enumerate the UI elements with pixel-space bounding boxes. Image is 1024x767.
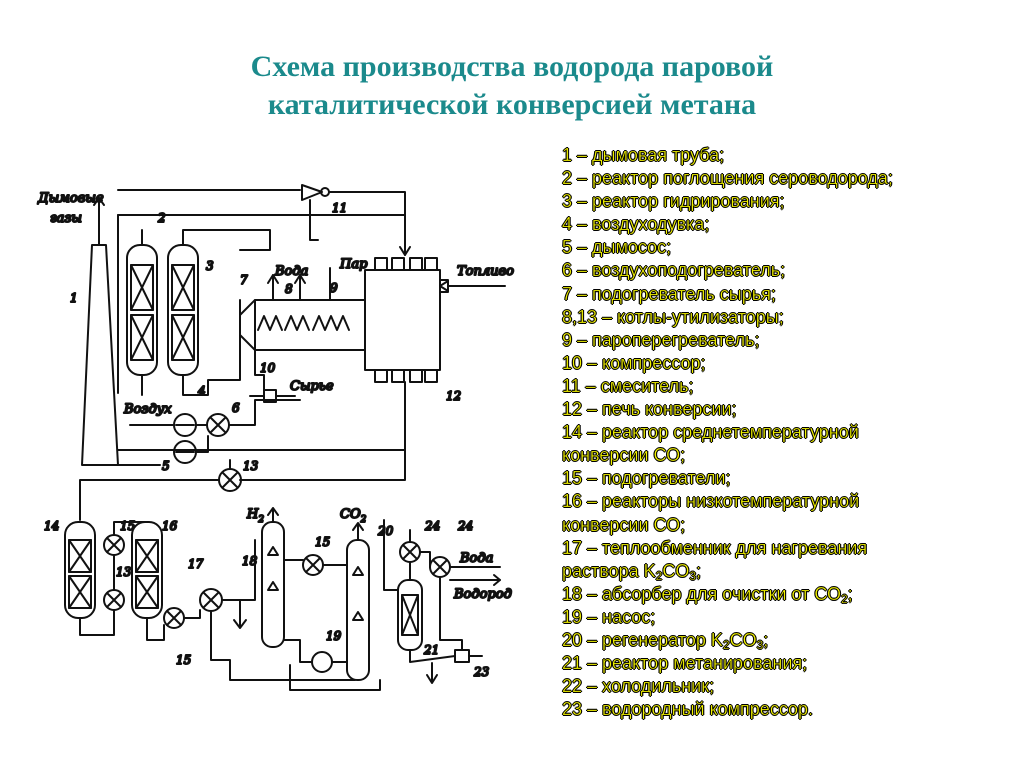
slide-title: Схема производства водорода паровой ката… <box>40 48 984 124</box>
title-line-1: Схема производства водорода паровой <box>250 50 774 83</box>
number-label: 5 <box>162 459 170 473</box>
heater-15-right <box>302 554 324 576</box>
number-label: 10 <box>260 361 276 375</box>
flue-gas-label-1: Дымовые <box>37 191 104 206</box>
legend-item: 19 – насос; <box>562 606 656 627</box>
number-label: 24 <box>457 519 473 533</box>
number-label: 8 <box>285 282 293 296</box>
boiler-13-left <box>103 589 125 611</box>
reactor-16 <box>131 521 163 619</box>
number-label: 7 <box>240 273 248 287</box>
air-heater-6 <box>206 413 230 437</box>
feed-label: Сырье <box>290 379 334 394</box>
fuel-label: Топливо <box>457 264 514 279</box>
legend-item: 23 – водородный компрессор. <box>562 699 814 720</box>
number-label: 4 <box>197 384 206 398</box>
legend-item: 5 – дымосос; <box>562 237 672 258</box>
number-label: 16 <box>162 519 178 533</box>
number-label: 17 <box>188 557 204 571</box>
heater-24-b <box>429 556 451 578</box>
number-label: 14 <box>44 519 59 533</box>
number-label: 1 <box>70 291 78 305</box>
mixer-11 <box>301 184 330 201</box>
number-label: 2 <box>157 211 166 225</box>
legend-item: 3 – реактор гидрирования; <box>562 191 785 212</box>
legend-item: конверсии СО; <box>562 514 686 535</box>
reactor-2 <box>126 244 158 376</box>
heater-24-a <box>399 541 421 563</box>
legend-item: 18 – абсорбер для очистки от СО2; <box>562 583 853 606</box>
absorber-18 <box>261 521 285 648</box>
legend-item: 8,13 – котлы-утилизаторы; <box>562 306 784 327</box>
legend-item: 16 – реакторы низкотемпературной <box>562 491 860 512</box>
heater-15-left <box>103 534 125 556</box>
number-label: 15 <box>315 535 330 549</box>
air-label: Воздух <box>123 402 172 417</box>
number-label: 24 <box>424 519 440 533</box>
number-label: 19 <box>326 629 342 643</box>
reactor-3 <box>167 244 199 376</box>
legend-item: 22 – холодильник; <box>562 676 715 697</box>
legend-item: 17 – теплообменник для нагревания <box>562 537 868 558</box>
legend-item: 10 – компрессор; <box>562 352 706 373</box>
flue-stack <box>81 244 119 466</box>
equipment-legend: 1 – дымовая труба; 2 – реактор поглощени… <box>562 144 1012 721</box>
blower-4 <box>173 413 197 437</box>
legend-item: 12 – печь конверсии; <box>562 399 737 420</box>
methanation-reactor-21 <box>397 579 423 651</box>
hydrogen-label: Водород <box>453 587 512 602</box>
convection-section <box>239 299 366 351</box>
regenerator-20 <box>346 539 370 681</box>
legend-item: 9 – пароперегреватель; <box>562 329 760 350</box>
smoke-exhauster-5 <box>173 440 197 464</box>
reformer-furnace-12 <box>364 257 449 383</box>
number-label: 21 <box>423 643 439 657</box>
reactor-14 <box>64 521 96 619</box>
legend-item: 1 – дымовая труба; <box>562 145 725 165</box>
number-label: 6 <box>232 401 240 415</box>
hydrogen-compressor-23 <box>454 649 470 663</box>
number-label: 11 <box>332 201 347 215</box>
boiler-13 <box>218 468 242 492</box>
steam-label: Пар <box>339 257 368 272</box>
legend-item: 14 – реактор среднетемпературной <box>562 422 859 443</box>
flue-gas-label-2: газы <box>50 211 82 226</box>
pump-19 <box>311 651 333 673</box>
legend-item: 20 – регенератор K2CO3; <box>562 629 769 652</box>
number-label: 13 <box>243 459 259 473</box>
number-label: 18 <box>242 554 258 568</box>
number-label: 3 <box>206 259 214 273</box>
number-label: 9 <box>330 281 338 295</box>
number-label: 15 <box>176 653 191 667</box>
title-line-2: каталитической конверсией метана <box>267 88 757 121</box>
legend-item: 11 – смеситель; <box>562 375 694 396</box>
water-bottom-label: Вода <box>459 551 493 566</box>
h2-label: H2 <box>246 507 264 525</box>
number-label: 23 <box>473 665 490 679</box>
process-flow-diagram: Дымовые газы Вода Пар Топливо Воздух Сыр… <box>36 184 515 691</box>
legend-item: 2 – реактор поглощения сероводорода; <box>562 168 893 189</box>
legend-item: раствора K2CO3; <box>562 560 702 583</box>
number-label: 13 <box>116 565 132 579</box>
number-label: 12 <box>446 389 461 403</box>
legend-item: 6 – воздухоподогреватель; <box>562 260 786 281</box>
number-label: 20 <box>377 524 394 538</box>
water-label: Вода <box>274 264 308 279</box>
legend-item: 15 – подогреватели; <box>562 468 731 489</box>
legend-item: 21 – реактор метанирования; <box>562 653 808 674</box>
legend-item: 4 – воздуходувка; <box>562 214 710 235</box>
heater-15 <box>163 607 185 629</box>
co2-label: CO2 <box>340 507 367 525</box>
legend-item: конверсии СО; <box>562 445 686 466</box>
heat-exchanger-17 <box>199 588 223 612</box>
number-label: 15 <box>120 519 135 533</box>
legend-item: 7 – подогреватель сырья; <box>562 283 776 304</box>
